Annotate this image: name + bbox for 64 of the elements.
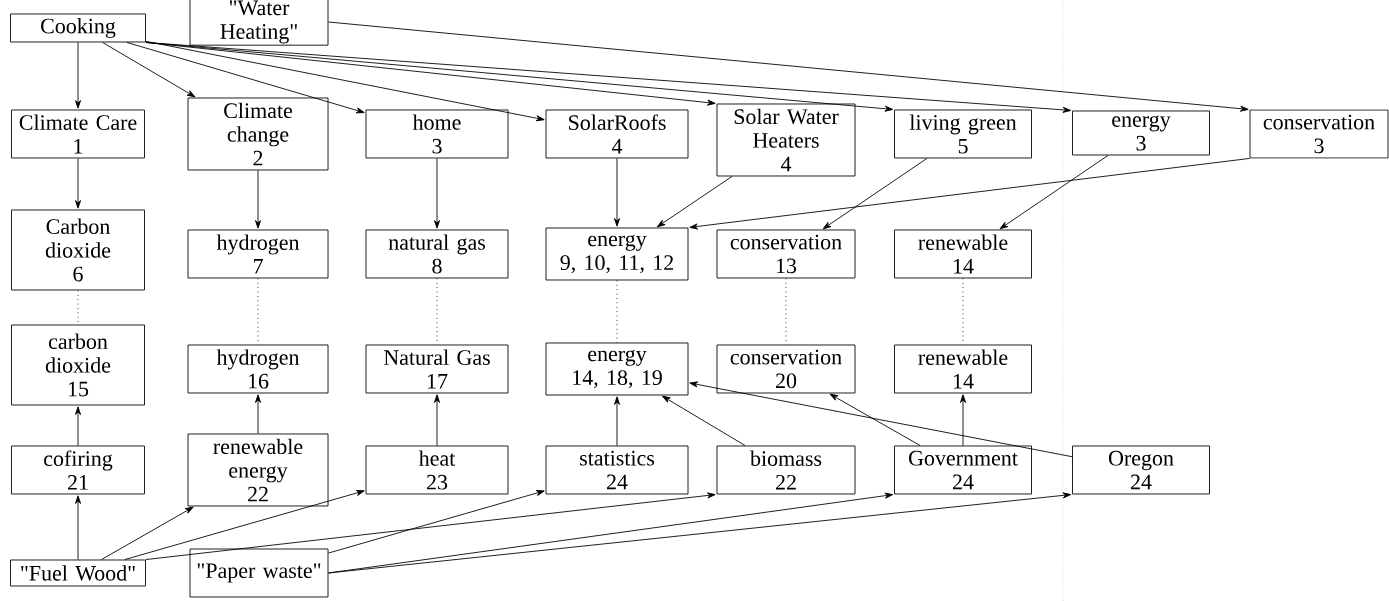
term-box: Cooking <box>10 13 146 43</box>
term-box: statistics 24 <box>545 445 689 495</box>
term-box: home 3 <box>365 109 509 159</box>
term-box: hydrogen 16 <box>187 344 329 394</box>
term-box: SolarRoofs 4 <box>545 109 689 159</box>
arrow <box>434 158 440 229</box>
term-box: renewable 14 <box>894 344 1032 394</box>
arrow <box>328 490 545 554</box>
term-box: energy 14, 18, 19 <box>545 342 689 396</box>
term-box: carbon dioxide 15 <box>11 324 145 406</box>
term-box: Solar Water Heaters 4 <box>716 103 856 177</box>
arrow <box>689 158 1250 230</box>
term-box: energy 9, 10, 11, 12 <box>545 227 689 281</box>
term-box: Climate Care 1 <box>11 109 145 159</box>
term-box: "Paper waste" <box>189 548 329 598</box>
arrow <box>614 158 620 227</box>
term-box: Natural Gas 17 <box>365 344 509 394</box>
term-box: heat 23 <box>365 445 509 495</box>
arrow <box>822 158 928 230</box>
term-box: hydrogen 7 <box>187 229 329 279</box>
term-box: conservation 3 <box>1249 109 1389 159</box>
term-box: living green 5 <box>894 109 1032 159</box>
term-box: biomass 22 <box>716 445 856 495</box>
connector-line <box>616 280 618 343</box>
term-box: Oregon 24 <box>1072 445 1210 495</box>
term-box: "Water Heating" <box>189 0 329 46</box>
term-box: "Fuel Wood" <box>10 559 146 587</box>
arrow <box>145 42 1072 113</box>
connector-line <box>436 278 438 345</box>
connector-line <box>785 278 787 345</box>
term-box: renewable 14 <box>894 229 1032 279</box>
arrow <box>689 381 1073 458</box>
term-box: conservation 20 <box>716 344 856 394</box>
arrow <box>75 42 81 109</box>
arrow <box>102 42 196 98</box>
term-box: Government 24 <box>894 445 1032 495</box>
arrow <box>829 393 921 446</box>
term-box: energy 3 <box>1072 110 1210 156</box>
arrow <box>124 490 365 560</box>
arrow <box>434 394 440 446</box>
arrow <box>75 158 81 209</box>
term-box: natural gas 8 <box>365 229 509 279</box>
arrow <box>126 42 365 114</box>
arrow <box>999 155 1109 230</box>
term-box: renewable energy 22 <box>187 433 329 507</box>
arrow <box>255 170 261 229</box>
term-box: Carbon dioxide 6 <box>11 209 145 291</box>
arrow <box>75 495 81 560</box>
arrow <box>145 492 716 560</box>
arrow <box>328 492 1072 574</box>
arrow <box>960 394 966 446</box>
arrow <box>656 176 733 228</box>
arrow <box>662 395 746 446</box>
arrow <box>101 506 194 560</box>
arrow <box>328 21 1249 112</box>
connector-line <box>257 278 259 345</box>
arrow <box>614 396 620 446</box>
term-box: cofiring 21 <box>11 445 145 495</box>
term-box: conservation 13 <box>716 229 856 279</box>
arrow <box>75 406 81 446</box>
arrow <box>145 40 545 122</box>
connector-line <box>962 278 964 345</box>
arrow <box>255 394 261 434</box>
term-box: Climate change 2 <box>187 97 329 171</box>
